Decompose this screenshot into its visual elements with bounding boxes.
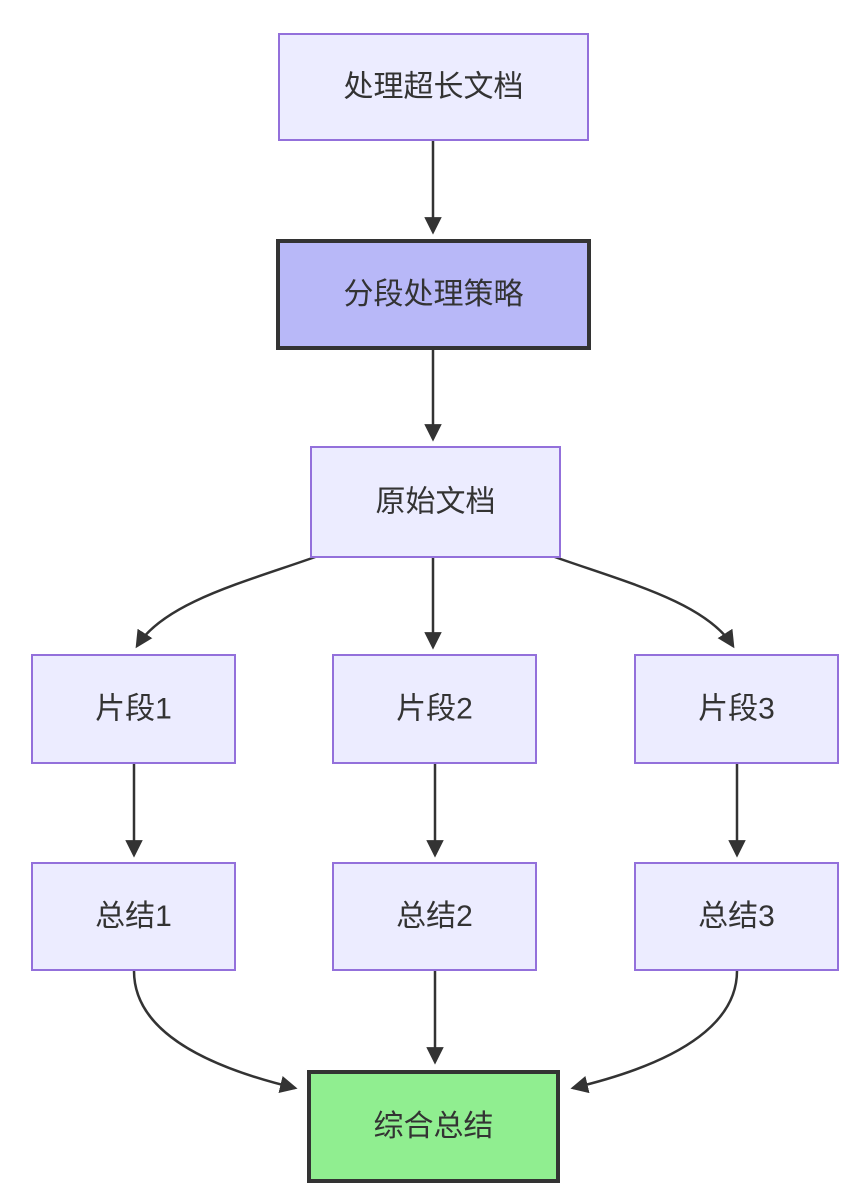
node-box: [634, 862, 839, 971]
node-fragment-3: 片段3: [634, 654, 839, 764]
node-summary-3: 总结3: [634, 862, 839, 971]
node-label: 分段处理策略: [344, 278, 524, 311]
node-box: [276, 239, 591, 350]
node-box: [634, 654, 839, 764]
node-label: 总结1: [95, 900, 172, 933]
node-label: 总结3: [698, 900, 775, 933]
node-label: 总结2: [396, 900, 473, 933]
edge-s1-f: [132, 970, 298, 1094]
node-box: [278, 33, 589, 141]
edge-s3-f: [570, 970, 739, 1094]
node-label: 原始文档: [376, 486, 496, 519]
node-fragment-2: 片段2: [332, 654, 537, 764]
node-summary-2: 总结2: [332, 862, 537, 971]
node-box: [310, 446, 561, 558]
edge-c-d1: [135, 554, 319, 649]
node-box: [307, 1070, 560, 1183]
node-label: 片段2: [396, 693, 473, 726]
node-original-document: 原始文档: [310, 446, 561, 558]
node-label: 片段3: [698, 693, 775, 726]
node-label: 片段1: [95, 693, 172, 726]
node-box: [31, 654, 236, 764]
node-summary-1: 总结1: [31, 862, 236, 971]
node-combined-summary: 综合总结: [307, 1070, 560, 1183]
node-label: 处理超长文档: [344, 71, 524, 104]
node-fragment-1: 片段1: [31, 654, 236, 764]
edge-c-d3: [551, 554, 735, 649]
node-box: [332, 862, 537, 971]
node-box: [31, 862, 236, 971]
node-label: 综合总结: [374, 1110, 494, 1143]
edge-group: [125, 141, 746, 1094]
node-segmentation-strategy: 分段处理策略: [276, 239, 591, 350]
node-box: [332, 654, 537, 764]
node-process-long-document: 处理超长文档: [278, 33, 589, 141]
